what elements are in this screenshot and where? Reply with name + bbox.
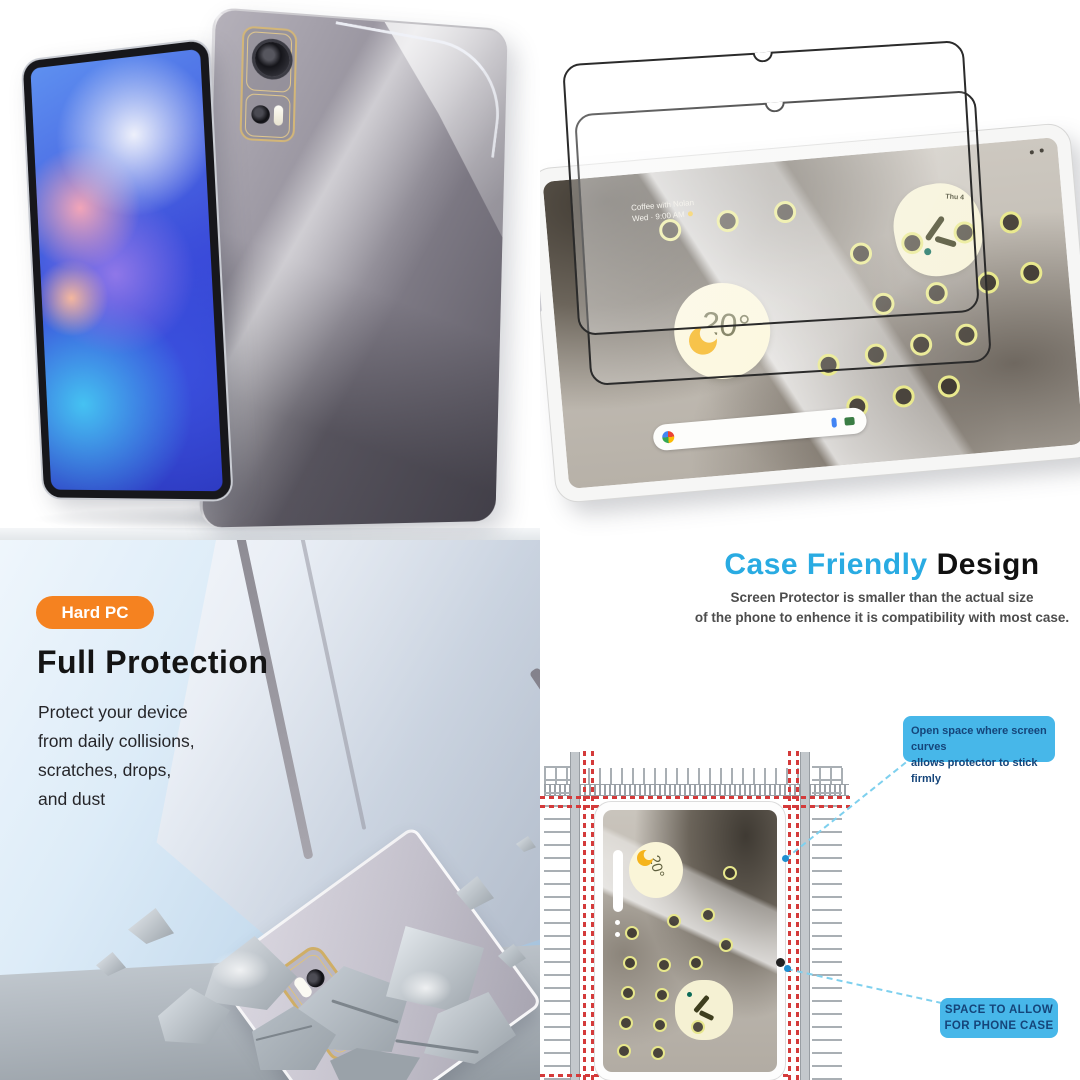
panel-heading: Full Protection	[37, 644, 269, 680]
camera-cell	[245, 30, 293, 93]
body-line: and dust	[38, 789, 106, 809]
app-icon	[619, 1016, 633, 1030]
ruler-ticks-left	[544, 756, 570, 1080]
body-line: from daily collisions,	[38, 731, 195, 751]
screen-protector-sheet	[562, 39, 980, 337]
taskbar-pill	[613, 850, 623, 912]
app-icon	[701, 908, 715, 922]
title-rest: Design	[936, 548, 1040, 581]
status-icon	[1039, 148, 1044, 153]
app-icon	[719, 938, 733, 952]
subtitle-line: of the phone to enhence it is compatibil…	[694, 610, 1070, 625]
callout-line: FOR PHONE CASE	[944, 1020, 1054, 1032]
body-line: Protect your device	[38, 702, 188, 722]
status-icon	[1029, 150, 1034, 155]
red-guide-line	[796, 748, 799, 1080]
ruler-band-top	[544, 784, 849, 796]
panel-case-photo	[0, 0, 540, 540]
callout-line: SPACE TO ALLOW	[944, 1004, 1054, 1016]
anchor-dot	[782, 855, 789, 862]
diagram-tablet-screen: 20°	[603, 810, 777, 1072]
app-icon	[667, 914, 681, 928]
pill-dot	[615, 920, 620, 925]
google-logo-icon	[661, 430, 675, 444]
mic-icon	[831, 417, 838, 428]
body-line: scratches, drops,	[38, 760, 172, 780]
badge-label: Hard PC	[61, 602, 129, 622]
red-guide-line	[788, 748, 791, 1080]
app-icon	[625, 926, 639, 940]
volume-button	[540, 273, 542, 312]
ruler-rail-left	[570, 752, 580, 1080]
rear-camera-module	[239, 25, 298, 143]
camera-cell	[244, 93, 291, 139]
title-accent: Case Friendly	[724, 548, 928, 581]
rock-shard	[128, 908, 174, 944]
panel-body-text: Protect your device from daily collision…	[38, 698, 195, 814]
panel-protector-photo: Coffee with Nolan Wed · 9:00 AM 20° Thu …	[540, 0, 1080, 540]
weather-widget: 20°	[629, 842, 683, 898]
callout-line: Open space where screen curves	[911, 725, 1047, 753]
floor-shadow-band	[0, 528, 540, 540]
diagram-tablet: 20°	[595, 802, 785, 1080]
app-icon	[691, 1020, 705, 1034]
app-icon	[621, 986, 635, 1000]
search-bar	[652, 406, 868, 452]
main-lens-icon	[254, 40, 291, 78]
red-guide-line	[583, 748, 586, 1080]
app-icon	[998, 210, 1023, 235]
app-icon	[1019, 260, 1044, 285]
app-icon	[937, 374, 961, 399]
panel-full-protection: Hard PC Full Protection Protect your dev…	[0, 540, 540, 1080]
red-guide-line	[591, 748, 594, 1080]
app-icon	[623, 956, 637, 970]
app-icon	[723, 866, 737, 880]
front-camera-icon	[776, 958, 785, 967]
secondary-lens-icon	[251, 104, 271, 125]
flash-icon	[273, 105, 284, 126]
camera-notch-cutout	[752, 51, 774, 63]
callout-open-space: Open space where screen curves allows pr…	[903, 716, 1055, 785]
app-icon	[655, 988, 669, 1002]
callout-line: allows protector to stick firmly	[911, 757, 1038, 785]
app-icon	[657, 958, 671, 972]
impact-dust	[210, 950, 270, 990]
app-icon	[651, 1046, 665, 1060]
callout-space-for-case: SPACE TO ALLOW FOR PHONE CASE	[940, 998, 1058, 1038]
panel-subtitle: Screen Protector is smaller than the act…	[690, 588, 1074, 628]
clock-hand	[698, 1009, 715, 1022]
app-icon	[617, 1044, 631, 1058]
pill-dot	[615, 932, 620, 937]
moon-icon	[637, 850, 653, 866]
clock-dot	[687, 992, 692, 997]
anchor-dot	[784, 965, 791, 972]
ruler-rail-right	[800, 752, 810, 1080]
subtitle-line: Screen Protector is smaller than the act…	[730, 590, 1034, 605]
ruler-ticks-right	[812, 756, 842, 1080]
clock-widget	[675, 980, 733, 1040]
app-icon	[689, 956, 703, 970]
tablet-back-in-clear-case	[199, 6, 508, 528]
tablet-front-wallpaper	[22, 39, 232, 500]
hard-pc-badge: Hard PC	[36, 596, 154, 629]
app-icon	[891, 384, 916, 409]
app-icon	[653, 1018, 667, 1032]
lens-camera-icon	[844, 416, 855, 426]
ruler-ticks-top	[544, 768, 844, 784]
red-guide-line	[540, 796, 850, 799]
impact-dust	[400, 970, 452, 1006]
